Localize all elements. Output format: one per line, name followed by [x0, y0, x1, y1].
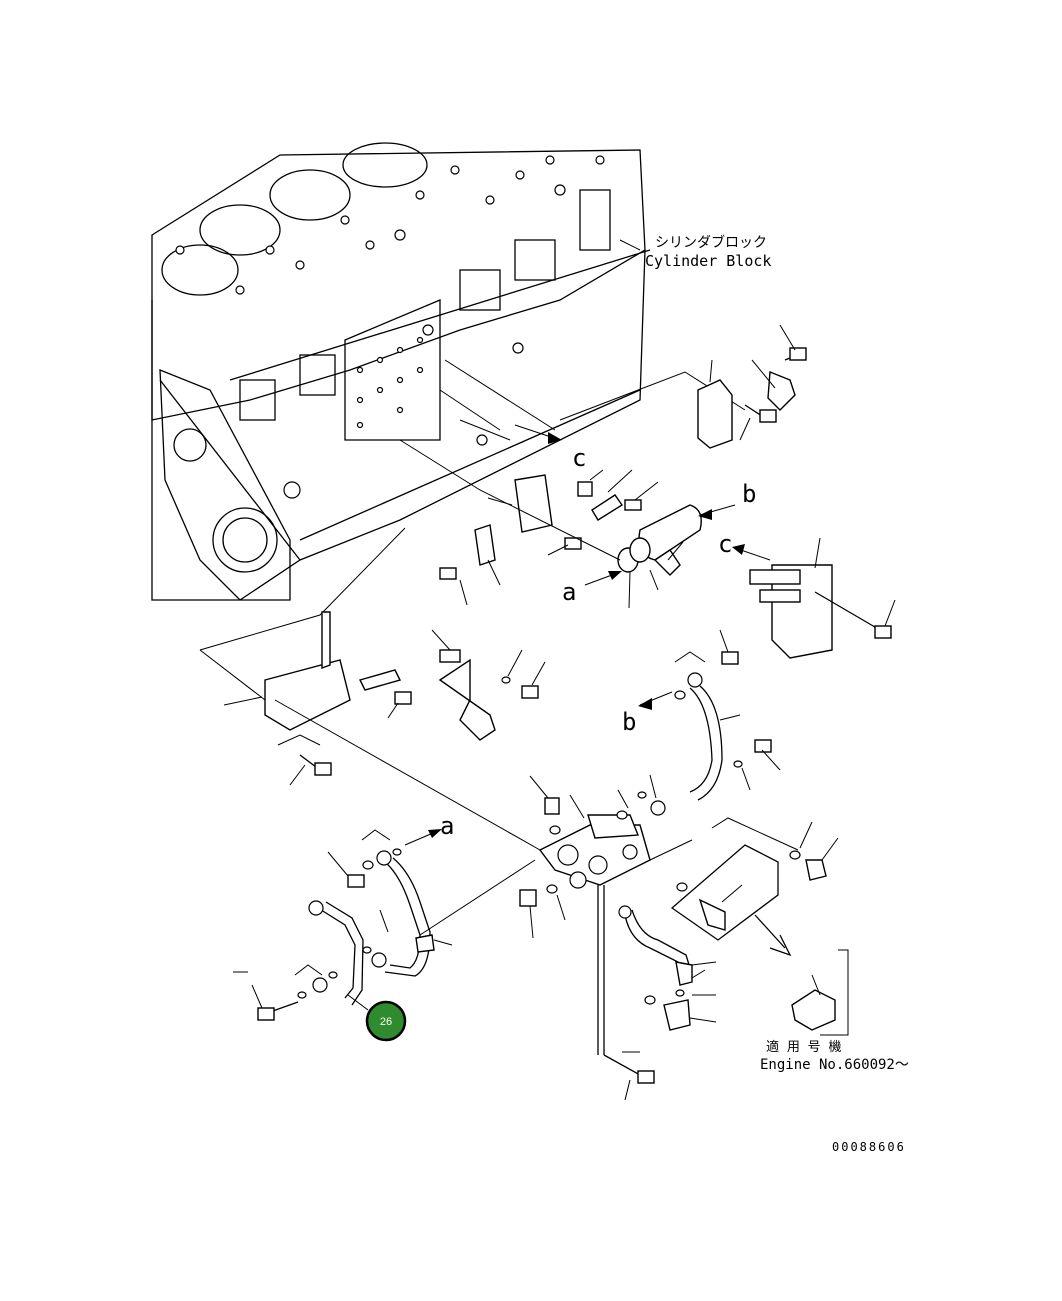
- filter-assembly: [399, 439, 702, 609]
- part-marker-label: 26: [380, 1016, 392, 1028]
- callout-a-top: a: [404, 812, 454, 846]
- callout-b-mid-label: b: [622, 708, 636, 736]
- center-manifold: [519, 774, 693, 1101]
- callout-b-mid: b: [622, 691, 673, 736]
- cylinder-block-label-jp: シリンダブロック: [655, 234, 767, 251]
- mid-bracket-assembly: [199, 527, 546, 851]
- right-plate: [749, 537, 896, 659]
- cylinder-block: [151, 142, 651, 601]
- right-fittings: [670, 817, 849, 1036]
- applicability-label-jp: 適 用 号 機: [766, 1039, 841, 1055]
- callout-b-top: b: [698, 480, 756, 520]
- callout-a-top-label: a: [440, 812, 454, 840]
- callout-c-right-label: c: [718, 530, 732, 558]
- callout-c-right: c: [718, 530, 771, 561]
- callout-c-top: c: [514, 424, 586, 472]
- upper-bracket-assembly: [559, 324, 807, 449]
- engine-number-label: Engine No.660092～: [760, 1057, 909, 1073]
- part-marker[interactable]: 26: [365, 1000, 407, 1042]
- lower-left-pipes: [233, 829, 536, 1021]
- upper-hose: [674, 629, 781, 801]
- cylinder-block-label-en: Cylinder Block: [645, 252, 771, 270]
- lower-right-hose: [618, 905, 717, 1031]
- callout-b-top-label: b: [742, 480, 756, 508]
- callout-c-top-label: c: [572, 444, 586, 472]
- callout-a-mid: a: [562, 571, 622, 606]
- drawing-number: 00088606: [832, 1140, 906, 1154]
- part-marker-circle[interactable]: [365, 1000, 407, 1042]
- callout-a-mid-label: a: [562, 578, 576, 606]
